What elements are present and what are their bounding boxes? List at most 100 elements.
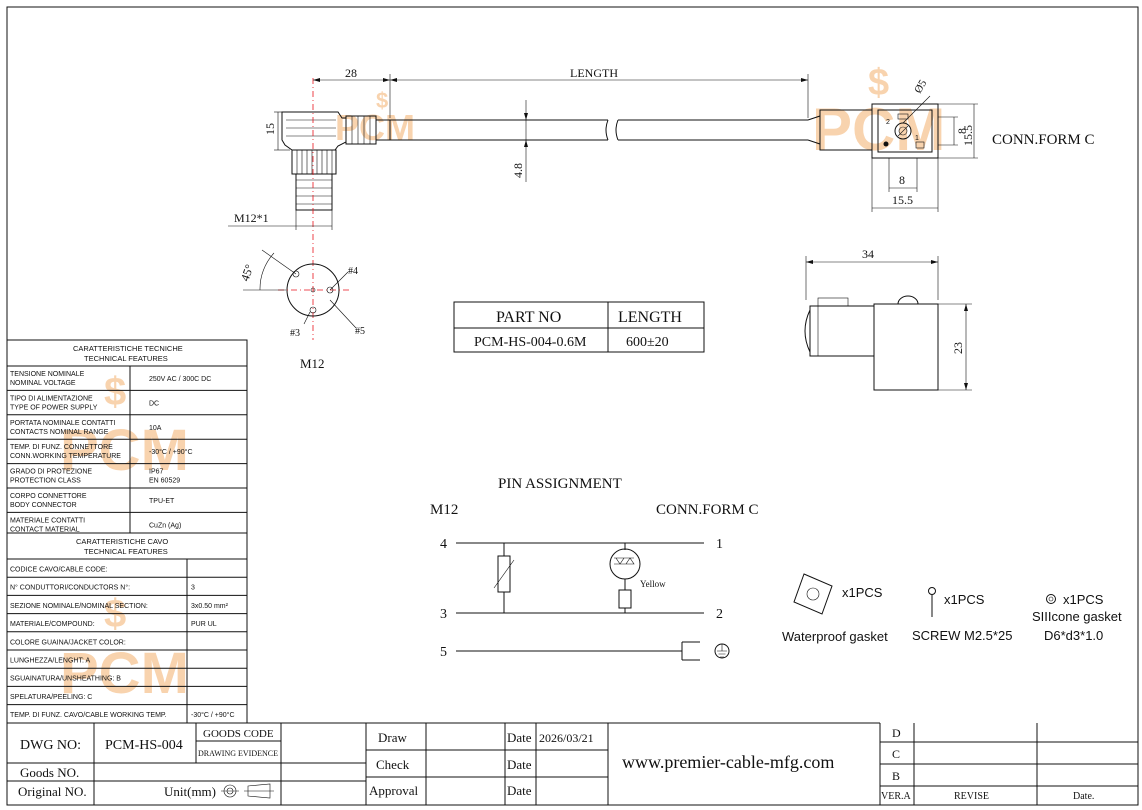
pin-label-3: #3 (290, 328, 300, 339)
pin-right-1: 1 (716, 537, 723, 552)
conn-form-c-label: CONN.FORM C (992, 132, 1095, 148)
draw-date-value: 2026/03/21 (539, 731, 594, 745)
dim-length: LENGTH (570, 66, 618, 80)
date-label-approval: Date (507, 783, 532, 798)
pin-assignment-diagram: PIN ASSIGNMENT M12 CONN.FORM C 4 3 5 1 2… (430, 476, 759, 661)
rev-b: B (892, 769, 900, 783)
m12-face-label: M12 (300, 356, 325, 371)
cable-row-label: MATERIALE/COMPOUND: (10, 621, 95, 628)
pin-left-header: M12 (430, 502, 458, 518)
cable-title-en: TECHNICAL FEATURES (84, 547, 168, 556)
tech-row-label-it: MATERIALE CONTATTI (10, 517, 85, 524)
pin-label-4: #4 (348, 266, 358, 277)
tech-row-label-it: PORTATA NOMINALE CONTATTI (10, 420, 115, 427)
tech-row-label-it: TIPO DI ALIMENTAZIONE (10, 395, 93, 402)
dwg-no-value: PCM-HS-004 (105, 738, 183, 753)
company-website: www.premier-cable-mfg.com (622, 752, 834, 772)
cable-side-view: 1 2 (281, 78, 939, 340)
form-c-side-view: 34 23 (804, 247, 972, 391)
dim-15: 15 (263, 123, 277, 135)
cable-row-value: 3 (191, 585, 195, 592)
cable-row-label: CODICE CAVO/CABLE CODE: (10, 567, 108, 574)
gasket-desc: Waterproof gasket (782, 629, 888, 644)
tech-row-label-en: TYPE OF POWER SUPPLY (10, 404, 98, 411)
accessories: x1PCS Waterproof gasket x1PCS SCREW M2.5… (782, 573, 1122, 644)
tech-row-label-it: CORPO CONNETTORE (10, 493, 87, 500)
dim-45-degree: 45° (238, 262, 257, 283)
pin-label-5: #5 (355, 326, 365, 337)
watermark-pcm: PCM (60, 418, 189, 483)
cable-row-label: TEMP. DI FUNZ. CAVO/CABLE WORKING TEMP. (10, 712, 167, 719)
tech-title-en: TECHNICAL FEATURES (84, 354, 168, 363)
cable-row-value: PUR UL (191, 621, 217, 628)
tech-row-label-en: CONTACTS NOMINAL RANGE (10, 429, 109, 436)
dimensions-side-view: 28 LENGTH 15 4.8 M12*1 Ø5 8 15.5 8 (228, 66, 1095, 230)
screw-qty: x1PCS (944, 592, 985, 607)
tech-row-value: -30°C / +90°C (149, 448, 193, 456)
silicone-qty: x1PCS (1063, 592, 1104, 607)
silicone-desc: SIIIcone gasket (1032, 609, 1122, 624)
cable-row-label: N° CONDUTTORI/CONDUCTORS N°: (10, 584, 130, 592)
screw-desc: SCREW M2.5*25 (912, 628, 1012, 643)
unit-label: Unit(mm) (164, 784, 216, 799)
dim-phi5: Ø5 (912, 77, 929, 95)
silicone-gasket-icon (1046, 594, 1056, 604)
tech-row-label-en: CONTACT MATERIAL (10, 526, 80, 533)
dim-8-horizontal: 8 (899, 173, 905, 187)
screw-icon (928, 587, 936, 595)
cable-row-label: COLORE GUAINA/JACKET COLOR: (10, 639, 126, 646)
date-label-check: Date (507, 757, 532, 772)
part-number-table: PART NO LENGTH PCM-HS-004-0.6M 600±20 (453, 301, 705, 353)
pin-left-3: 3 (440, 607, 447, 622)
tech-row-value: DC (149, 400, 159, 407)
silicone-size: D6*d3*1.0 (1044, 628, 1103, 643)
pin-right-header: CONN.FORM C (656, 502, 759, 518)
title-block: DWG NO: PCM-HS-004 GOODS CODE DRAWING EV… (7, 722, 1138, 805)
date2-label: Date. (1073, 791, 1094, 802)
rev-c: C (892, 747, 900, 761)
tech-row-label-en: CONN.WORKING TEMPERATURE (10, 453, 121, 460)
date-label-draw: Date (507, 730, 532, 745)
cable-title-it: CARATTERISTICHE CAVO (76, 537, 168, 546)
tech-row-label-en: NOMINAL VOLTAGE (10, 380, 76, 387)
dim-28: 28 (345, 66, 357, 80)
pin-left-5: 5 (440, 645, 447, 660)
tech-title-it: CARATTERISTICHE TECNICHE (73, 344, 183, 353)
part-table-part-no: PCM-HS-004-0.6M (474, 335, 587, 350)
cable-row-label: SPELATURA/PEELING: C (10, 694, 92, 701)
dim-15-5-horizontal: 15.5 (892, 193, 913, 207)
part-table-header-part-no: PART NO (496, 309, 561, 326)
tech-row-value: TPU-ET (149, 498, 175, 505)
watermark-pcm: PCM (60, 641, 189, 706)
goods-code-label: GOODS CODE (203, 728, 274, 740)
dim-15-5-vertical: 15.5 (961, 125, 975, 146)
gasket-qty: x1PCS (842, 585, 883, 600)
ver-label: VER.A (881, 791, 912, 802)
tech-row-label-it: GRADO DI PROTEZIONE (10, 469, 92, 476)
dwg-no-label: DWG NO: (20, 738, 81, 753)
draw-label: Draw (378, 730, 407, 745)
watermark-dollar-logo: $ (104, 370, 126, 414)
cable-row-value: 3x0.50 mm² (191, 603, 229, 610)
form-c-pin-2: 2 (886, 119, 890, 126)
watermark-pcm: PCM (812, 96, 945, 163)
pin-left-4: 4 (440, 537, 447, 552)
tech-row-label-en: PROTECTION CLASS (10, 478, 81, 485)
pin-assignment-title: PIN ASSIGNMENT (498, 476, 622, 492)
cable-row-label: SEZIONE NOMINALE/NOMINAL SECTION: (10, 603, 148, 610)
dim-23: 23 (951, 342, 965, 354)
part-table-header-length: LENGTH (618, 309, 682, 326)
projection-symbol-icon (221, 783, 274, 799)
cable-row-label: LUNGHEZZA/LENGHT: A (10, 658, 90, 665)
form-c-pin-1: 1 (915, 135, 919, 142)
tech-row-value: 250V AC / 300C DC (149, 376, 211, 383)
cable-row-label: SGUAINATURA/UNSHEATHING: B (10, 676, 121, 683)
dim-8-vertical: 8 (955, 128, 969, 134)
watermarks: PCM PCM PCM PCM $ $ $ $ (60, 62, 945, 706)
tech-row-label-it: TENSIONE NOMINALE (10, 371, 85, 378)
tech-row-value: CuZn (Ag) (149, 522, 181, 529)
led-color-label: Yellow (640, 579, 666, 589)
watermark-dollar-logo: $ (868, 62, 889, 104)
dim-m12x1: M12*1 (234, 211, 269, 225)
